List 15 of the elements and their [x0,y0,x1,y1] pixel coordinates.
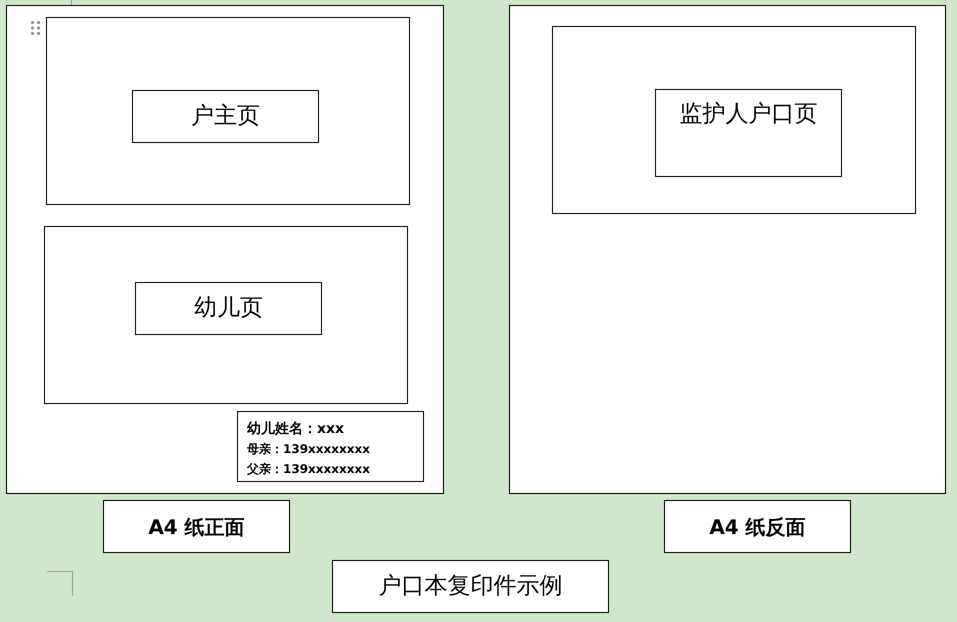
info-text: 母亲：139xxxxxxxx [247,441,370,458]
caption-box: A4 纸反面 [664,500,851,553]
label-box: 户主页 [132,90,319,143]
info-text: 父亲：139xxxxxxxx [247,461,370,478]
info-text: 幼儿姓名：xxx [247,420,344,439]
caption-box: A4 纸正面 [103,500,290,553]
label-box: 监护人户口页 [655,89,842,177]
frame-box [44,226,408,404]
page-sheet [6,5,444,494]
page-sheet [509,5,946,494]
frame-box [552,26,916,214]
info-box [237,411,424,482]
label-box: 幼儿页 [135,282,322,335]
frame-box [46,17,410,205]
title-box: 户口本复印件示例 [332,560,609,613]
